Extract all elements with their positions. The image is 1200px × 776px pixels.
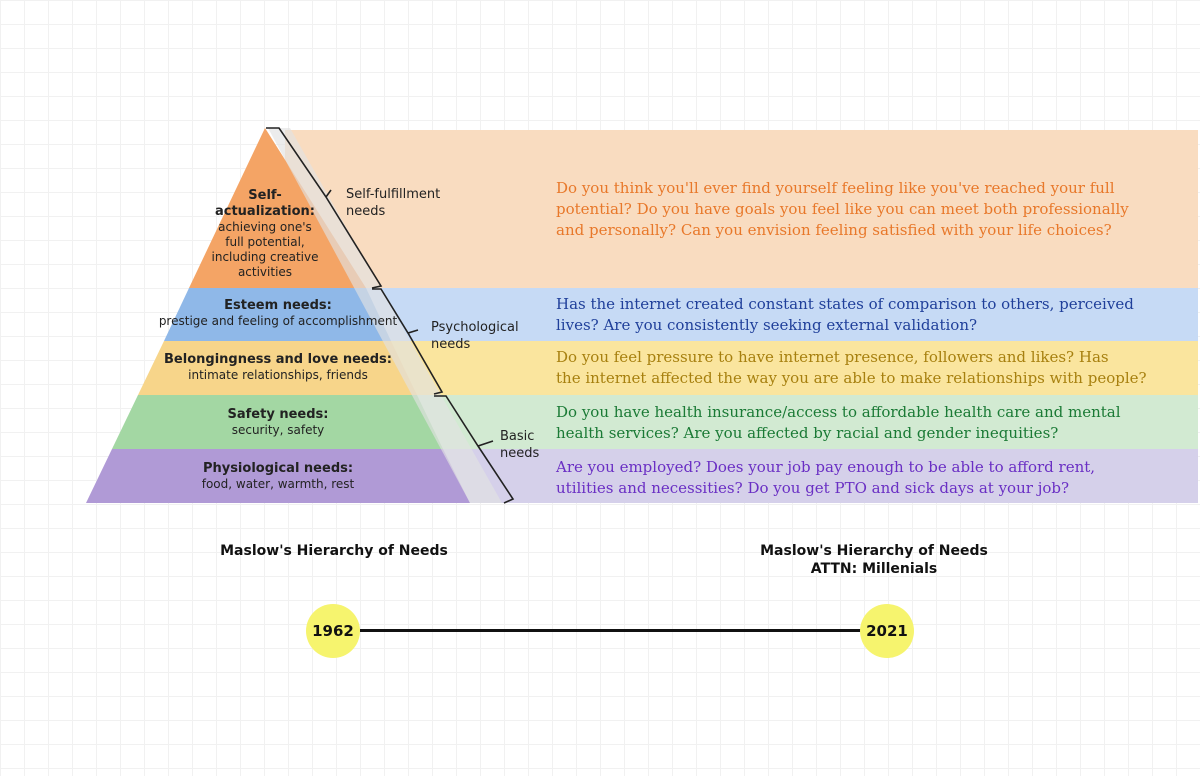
pyramid-shadow bbox=[268, 128, 502, 503]
question-line: Do you feel pressure to have internet pr… bbox=[556, 348, 1109, 366]
group-label-self-fulfillment: Self-fulfillment needs bbox=[346, 186, 440, 220]
question-band-self-actualization bbox=[285, 130, 1198, 288]
tier-description: security, safety bbox=[231, 423, 325, 437]
question-band-belonging bbox=[285, 341, 1198, 395]
tier-description: achieving one's bbox=[218, 220, 312, 234]
tier-description: activities bbox=[237, 265, 293, 279]
tier-label-esteem: Esteem needs: prestige and feeling of ac… bbox=[138, 298, 418, 329]
pyramid-level-self-actualization bbox=[189, 128, 366, 288]
question-line: Are you employed? Does your job pay enou… bbox=[556, 458, 1096, 476]
tier-description: food, water, warmth, rest bbox=[201, 477, 355, 491]
tier-title: Physiological needs: bbox=[202, 461, 354, 476]
group-label-line: needs bbox=[431, 337, 471, 352]
year-label: 1962 bbox=[312, 622, 354, 640]
tier-title: Self- bbox=[248, 188, 282, 203]
tier-label-self-actualization: Self- actualization: achieving one's ful… bbox=[195, 188, 335, 280]
year-marker-1962: 1962 bbox=[306, 604, 360, 658]
question-physiological: Are you employed? Does your job pay enou… bbox=[556, 457, 1156, 499]
caption-line: Maslow's Hierarchy of Needs bbox=[760, 543, 988, 559]
bracket-basic bbox=[434, 395, 515, 504]
question-line: and personally? Can you envision feeling… bbox=[556, 221, 1112, 239]
question-line: health services? Are you affected by rac… bbox=[556, 424, 1059, 442]
question-line: the internet affected the way you are ab… bbox=[556, 369, 1147, 387]
year-label: 2021 bbox=[866, 622, 908, 640]
caption-line: Maslow's Hierarchy of Needs bbox=[220, 543, 448, 559]
tier-label-physiological: Physiological needs: food, water, warmth… bbox=[128, 461, 428, 492]
pyramid-level-belonging bbox=[138, 341, 417, 395]
question-line: lives? Are you consistently seeking exte… bbox=[556, 316, 978, 334]
question-band-esteem bbox=[285, 288, 1198, 341]
group-label-psychological: Psychological needs bbox=[431, 319, 519, 353]
question-line: Has the internet created constant states… bbox=[556, 295, 1134, 313]
question-esteem: Has the internet created constant states… bbox=[556, 294, 1156, 336]
timeline-line bbox=[360, 629, 862, 632]
pyramid-level-safety bbox=[112, 395, 443, 449]
tier-description: including creative bbox=[211, 250, 319, 264]
tier-label-safety: Safety needs: security, safety bbox=[128, 407, 428, 438]
tier-description: intimate relationships, friends bbox=[188, 368, 368, 382]
question-belonging: Do you feel pressure to have internet pr… bbox=[556, 347, 1156, 389]
group-label-line: needs bbox=[500, 446, 540, 461]
group-label-basic: Basic needs bbox=[500, 428, 539, 462]
pyramid-level-physiological bbox=[86, 449, 470, 503]
question-line: potential? Do you have goals you feel li… bbox=[556, 200, 1129, 218]
group-label-line: Self-fulfillment bbox=[346, 187, 441, 202]
bracket-self-fulfillment bbox=[266, 127, 383, 289]
question-line: Do you have health insurance/access to a… bbox=[556, 403, 1121, 421]
question-line: Do you think you'll ever find yourself f… bbox=[556, 179, 1115, 197]
tier-label-belonging: Belongingness and love needs: intimate r… bbox=[128, 352, 428, 383]
caption-2021: Maslow's Hierarchy of Needs ATTN: Millen… bbox=[724, 542, 1024, 578]
tier-title: Safety needs: bbox=[227, 407, 329, 422]
tier-description: prestige and feeling of accomplishment bbox=[158, 314, 398, 328]
group-label-line: Psychological bbox=[431, 320, 519, 335]
group-label-line: Basic bbox=[500, 429, 535, 444]
caption-1962: Maslow's Hierarchy of Needs bbox=[184, 542, 484, 560]
year-marker-2021: 2021 bbox=[860, 604, 914, 658]
tier-title: Belongingness and love needs: bbox=[164, 352, 392, 367]
pyramid-level-esteem bbox=[164, 288, 391, 341]
question-line: utilities and necessities? Do you get PT… bbox=[556, 479, 1070, 497]
tier-title: actualization: bbox=[214, 204, 316, 219]
tier-description: full potential, bbox=[225, 235, 305, 249]
caption-line: ATTN: Millenials bbox=[810, 561, 938, 577]
tier-title: Esteem needs: bbox=[224, 298, 332, 313]
bracket-psychological bbox=[372, 288, 444, 395]
group-label-line: needs bbox=[346, 204, 386, 219]
question-self-actualization: Do you think you'll ever find yourself f… bbox=[556, 178, 1156, 241]
question-safety: Do you have health insurance/access to a… bbox=[556, 402, 1156, 444]
